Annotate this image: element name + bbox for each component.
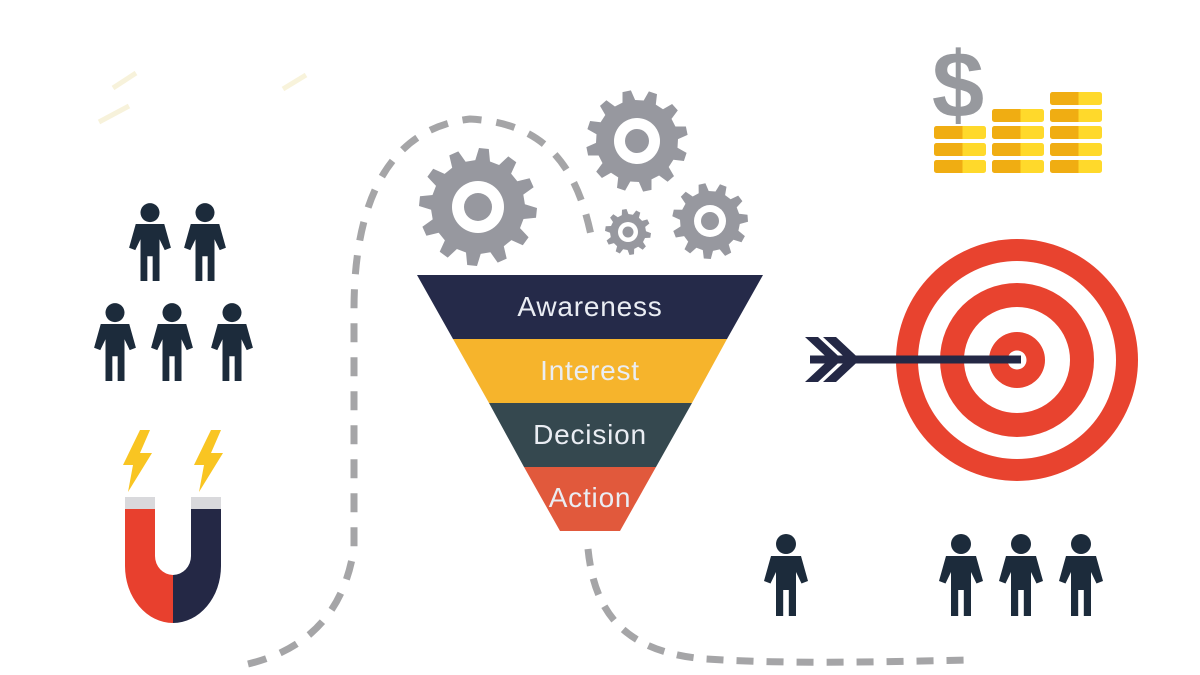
- gear-icon: [605, 209, 651, 255]
- person-icon: [151, 303, 193, 381]
- person-icon: [184, 203, 226, 281]
- funnel-label-interest: Interest: [540, 355, 640, 386]
- magnet-icon: [123, 430, 223, 623]
- person-icon: [94, 303, 136, 381]
- coin-stack-icon: [1050, 92, 1102, 173]
- coin-stack-icon: [992, 109, 1044, 173]
- customers-people-group: [764, 534, 1103, 616]
- person-icon: [939, 534, 983, 616]
- magnet-caps: [125, 497, 221, 509]
- audience-people-group: [94, 203, 253, 381]
- person-icon: [211, 303, 253, 381]
- person-icon: [999, 534, 1043, 616]
- funnel-stage-interest: [453, 339, 727, 403]
- funnel-stage-awareness: [417, 275, 763, 339]
- magnet-spark-icons: [123, 430, 223, 492]
- person-icon: [129, 203, 171, 281]
- dashed-flow-paths: [247, 115, 975, 668]
- arrow-icon: [805, 337, 1021, 382]
- coin-stack-icon: [934, 126, 986, 173]
- funnel-label-action: Action: [549, 482, 632, 513]
- funnel-diagram: Awareness Interest Decision Action: [417, 275, 763, 531]
- flow-path-left: [247, 115, 596, 668]
- gears-group: [419, 90, 748, 266]
- person-icon: [1059, 534, 1103, 616]
- funnel-stage-decision: [489, 403, 692, 467]
- gear-icon: [586, 90, 688, 192]
- gear-icon: [419, 148, 537, 266]
- person-icon: [764, 534, 808, 616]
- funnel-label-decision: Decision: [533, 419, 647, 450]
- magnet-right-pole: [173, 508, 221, 623]
- gear-icon: [672, 183, 748, 259]
- watermark-artifact-marks: [97, 70, 308, 125]
- lightning-icon: [123, 430, 152, 492]
- magnet-left-pole: [125, 508, 173, 623]
- dollar-sign-icon: $: [932, 32, 984, 137]
- funnel-label-awareness: Awareness: [517, 291, 662, 322]
- funnel-stage-action: [524, 467, 656, 531]
- lightning-icon: [194, 430, 223, 492]
- revenue-group: $: [932, 32, 1102, 173]
